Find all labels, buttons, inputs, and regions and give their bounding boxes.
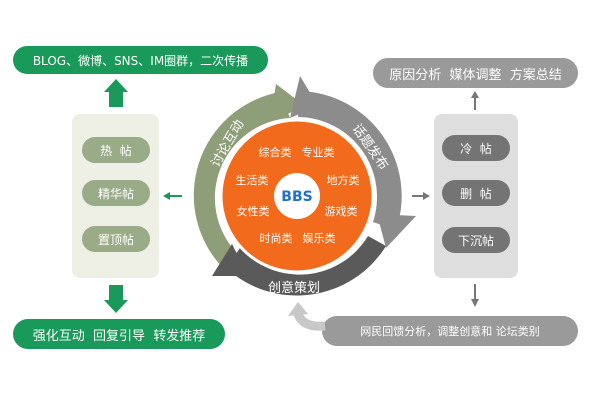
bottom-left-banner-text: 强化互动 回复引导 转发推荐 (32, 328, 206, 344)
hub-category-fashion: 时尚类 (260, 231, 293, 245)
hub-category-local: 地方类 (327, 173, 360, 187)
top-right-banner-text: 原因分析 媒体调整 方案总结 (389, 67, 562, 83)
top-right-banner: 原因分析 媒体调整 方案总结 (373, 58, 578, 88)
bottom-left-banner: 强化互动 回复引导 转发推荐 (13, 319, 225, 349)
top-left-banner-text: BLOG、微博、SNS、IM圈群，二次传播 (32, 53, 249, 68)
bottom-right-banner-text: 网民回馈分析，调整创意和 论坛类别 (360, 325, 540, 338)
left-panel-item-hot: 热 帖 (82, 137, 150, 163)
arc-discussion (193, 84, 305, 268)
right-panel-item-deleted: 删 帖 (442, 180, 510, 206)
left-arrow-small (163, 192, 182, 200)
hub-category-women: 女性类 (237, 204, 270, 218)
up-arrow-green (104, 79, 128, 107)
left-panel-item-pinned: 置顶帖 (82, 226, 150, 252)
hub-center-label: BBS (281, 189, 312, 205)
hub-category-life: 生活类 (236, 173, 269, 187)
bottom-right-banner: 网民回馈分析，调整创意和 论坛类别 (322, 316, 578, 346)
down-arrow-green (104, 285, 128, 313)
feedback-arrow (288, 302, 326, 331)
arc-topic (290, 76, 416, 248)
left-panel-item-elite: 精华帖 (82, 180, 150, 206)
hub-center (274, 173, 320, 219)
hub-category-entertainment: 娱乐类 (303, 231, 336, 245)
up-arrow-gray (471, 91, 479, 110)
right-panel: 冷 帖 删 帖 下沉帖 (434, 114, 518, 278)
top-left-banner: BLOG、微博、SNS、IM圈群，二次传播 (13, 46, 268, 74)
left-panel: 热 帖 精华帖 置顶帖 (72, 114, 159, 278)
hub-category-games: 游戏类 (325, 204, 358, 218)
right-panel-item-cold: 冷 帖 (442, 135, 510, 161)
right-panel-item-sunk: 下沉帖 (442, 227, 510, 253)
down-arrow-gray (471, 284, 479, 307)
hub-category-professional: 专业类 (302, 145, 335, 159)
arc-creative (212, 236, 386, 296)
hub-category-general: 综合类 (259, 145, 292, 159)
right-arrow-small (412, 192, 430, 200)
arc-label-creative: 创意策划 (268, 280, 320, 296)
